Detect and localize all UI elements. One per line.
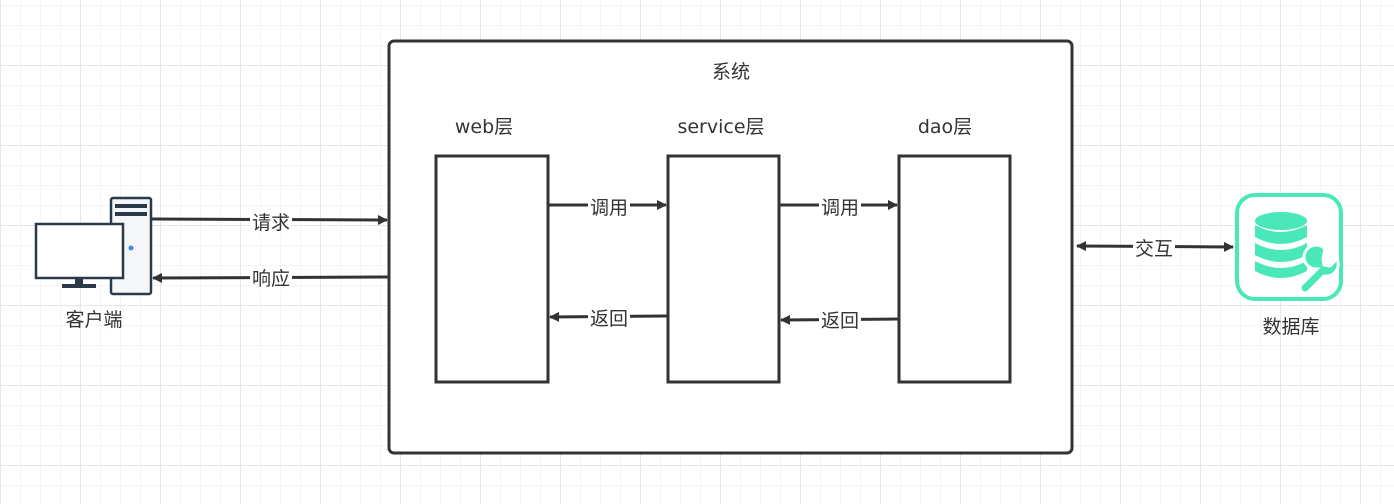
dao-layer-label: dao层 <box>917 116 973 138</box>
computer-icon <box>34 196 153 296</box>
database-label: 数据库 <box>1262 316 1320 338</box>
dao-layer-box <box>897 154 1012 384</box>
response-label: 响应 <box>250 268 293 290</box>
web-layer-label: web层 <box>454 116 514 138</box>
web-layer-box <box>434 154 550 384</box>
database-icon <box>1235 193 1343 301</box>
client-label: 客户端 <box>65 309 123 331</box>
interact-label: 交互 <box>1133 238 1176 260</box>
service-layer-box <box>666 154 781 384</box>
request-label: 请求 <box>250 212 293 234</box>
return-service-web-label: 返回 <box>588 308 631 330</box>
return-dao-service-label: 返回 <box>819 310 862 332</box>
system-title: 系统 <box>711 61 750 83</box>
call-web-service-label: 调用 <box>588 197 631 219</box>
call-service-dao-label: 调用 <box>819 197 862 219</box>
service-layer-label: service层 <box>677 116 765 138</box>
